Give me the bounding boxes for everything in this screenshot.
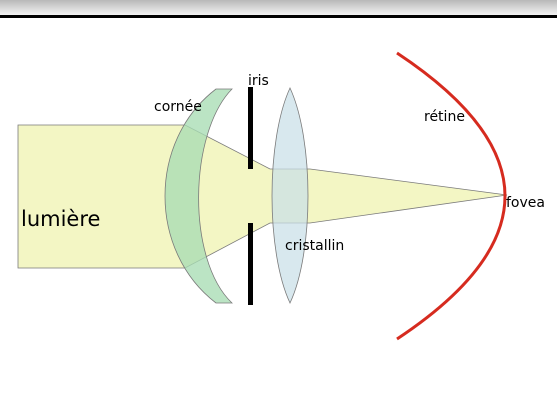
- label-light: lumière: [21, 207, 100, 231]
- label-lens: cristallin: [285, 238, 344, 254]
- retina: [396, 51, 507, 341]
- light-beam: [17, 124, 508, 269]
- top-strip: [0, 0, 557, 15]
- iris-upper: [248, 87, 253, 169]
- lens: [271, 87, 309, 304]
- label-retina: rétine: [424, 109, 465, 125]
- label-iris: iris: [248, 73, 269, 89]
- cornea: [164, 88, 233, 304]
- top-border: [0, 15, 557, 18]
- label-fovea: fovea: [506, 195, 545, 211]
- label-cornea: cornée: [154, 99, 202, 115]
- iris-lower: [248, 223, 253, 305]
